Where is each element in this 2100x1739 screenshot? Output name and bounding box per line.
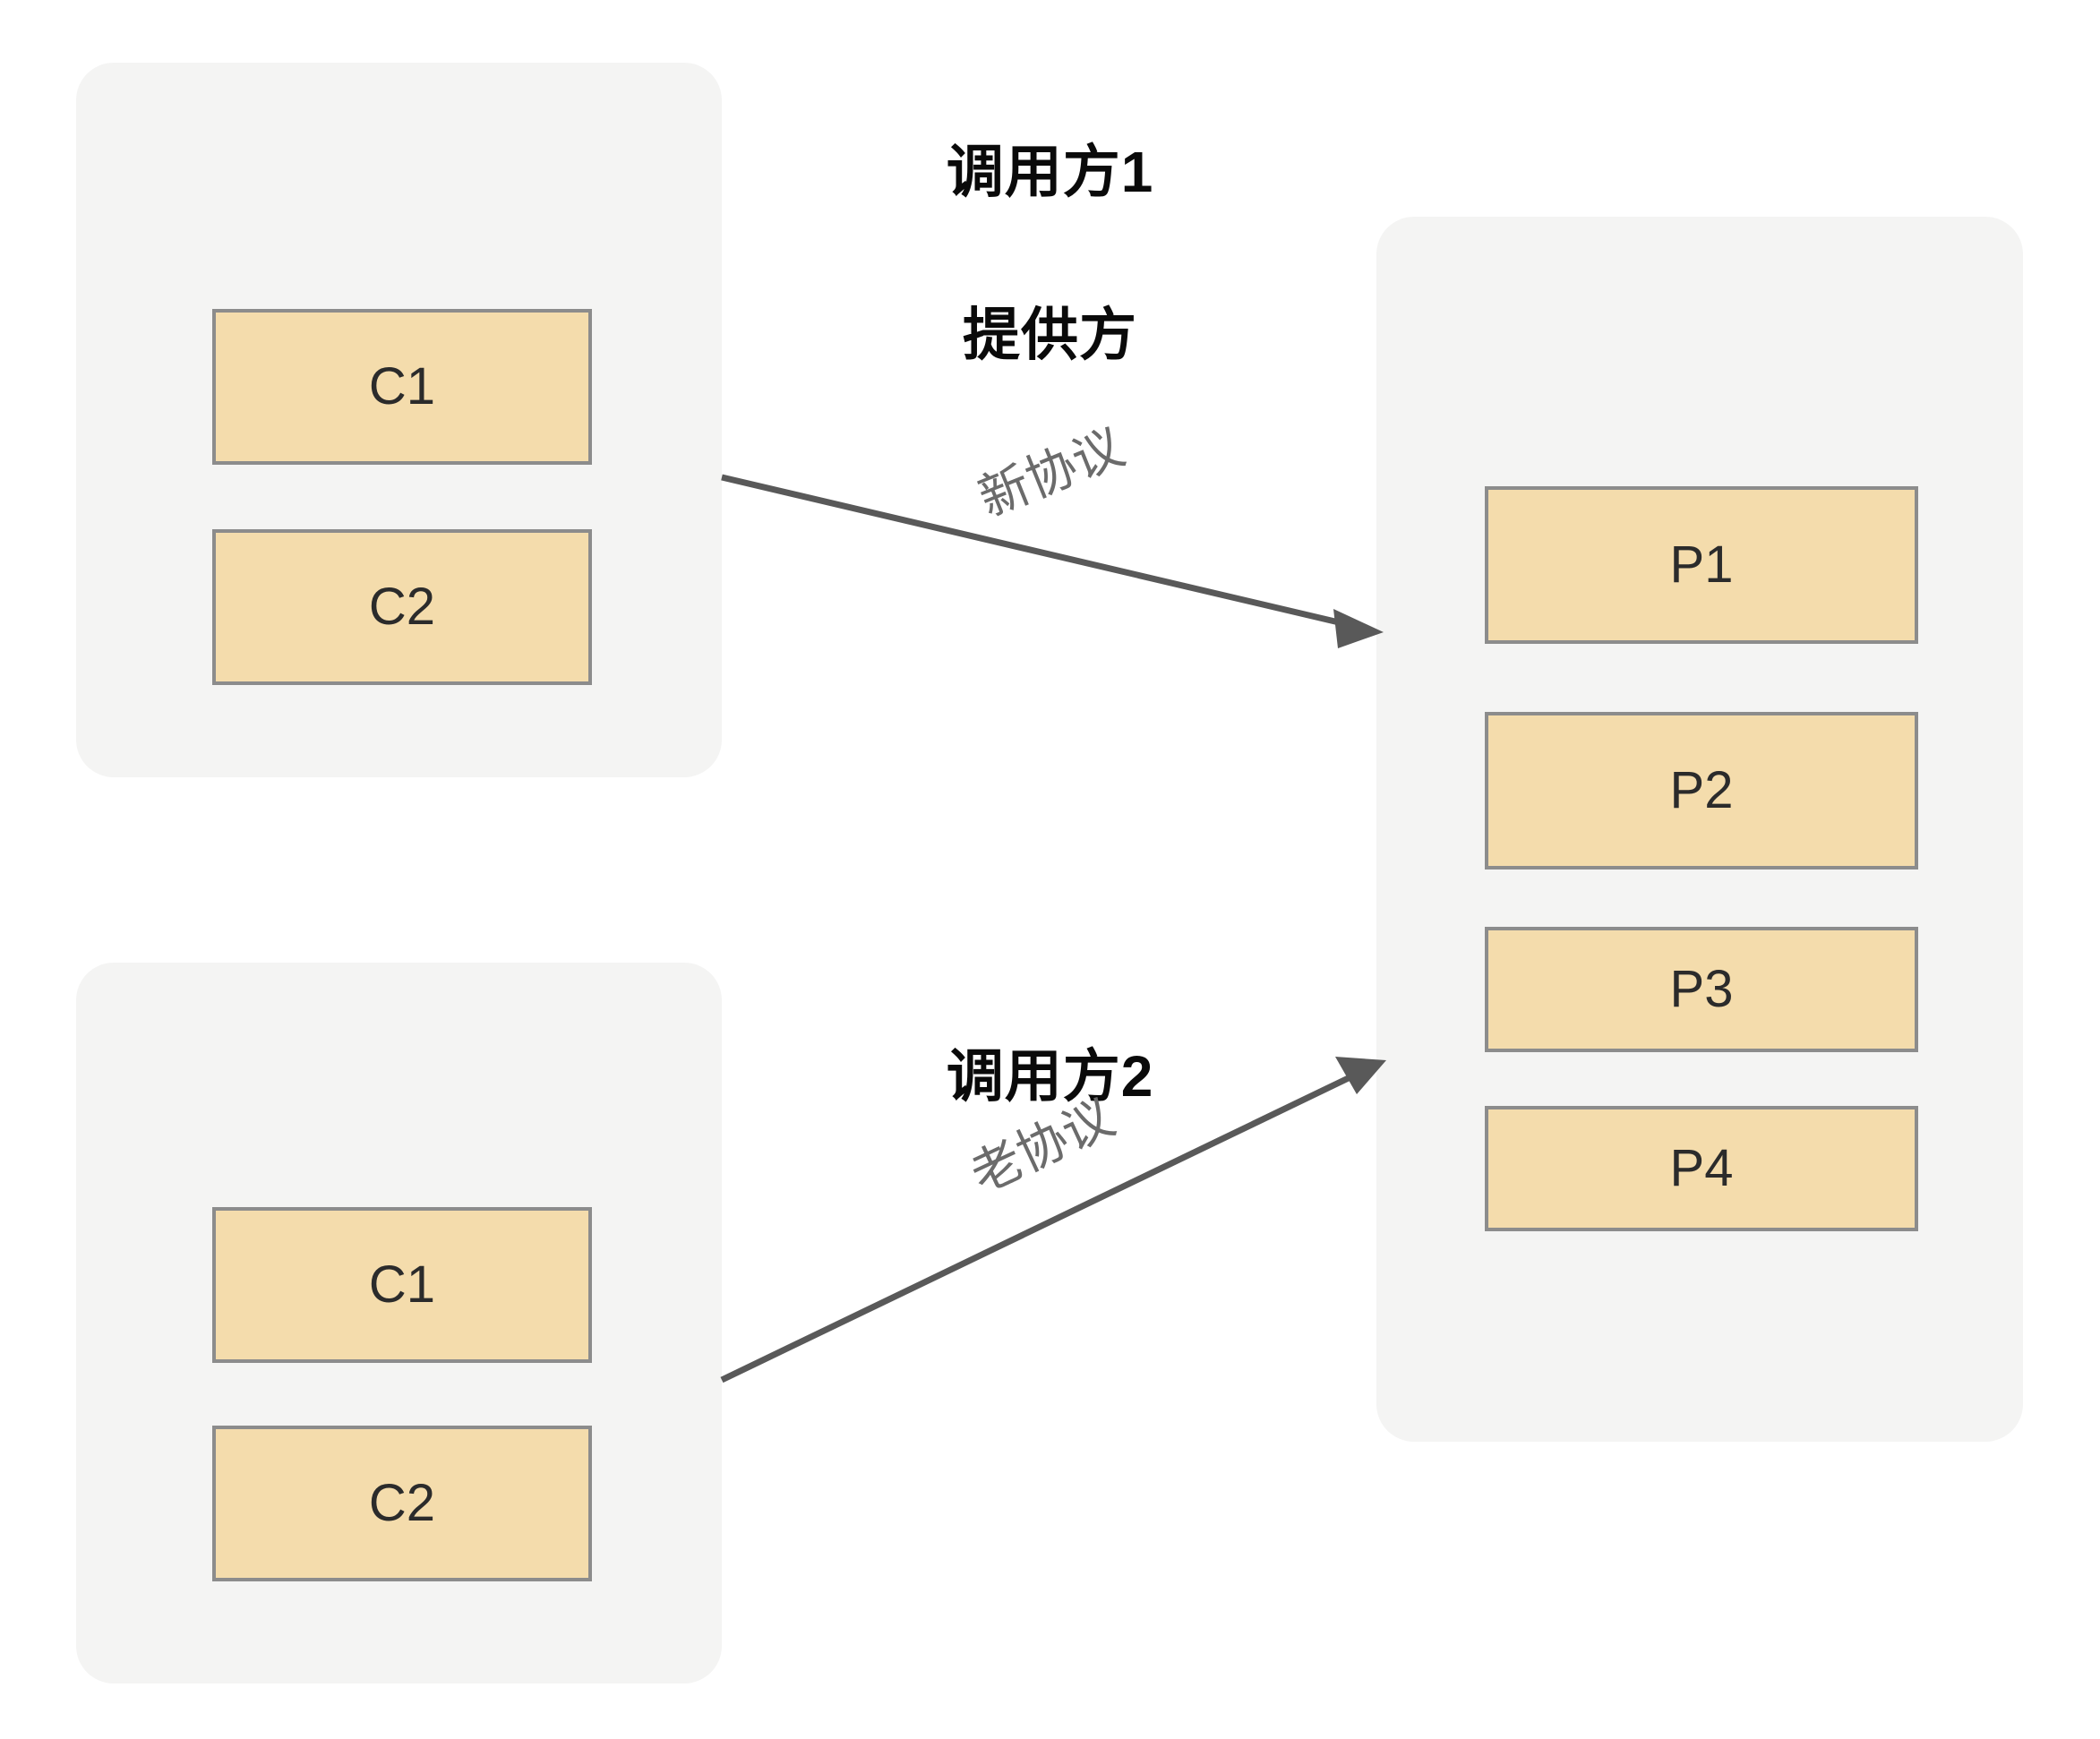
caller2-box-c1[interactable]: C1 xyxy=(212,1207,592,1363)
caller2-box-c2[interactable]: C2 xyxy=(212,1426,592,1581)
provider-box-p1[interactable]: P1 xyxy=(1485,486,1918,644)
provider-box-p2[interactable]: P2 xyxy=(1485,712,1918,870)
caller1-box-c1[interactable]: C1 xyxy=(212,309,592,465)
connector-label-new-protocol: 新协议 xyxy=(971,417,1132,527)
caller1-panel-title: 调用方1 xyxy=(946,140,1154,204)
connector-new-protocol xyxy=(721,474,1384,648)
provider-box-p3[interactable]: P3 xyxy=(1485,927,1918,1052)
provider-panel-title: 提供方 xyxy=(963,303,1137,367)
caller1-box-c2[interactable]: C2 xyxy=(212,529,592,685)
provider-box-p4[interactable]: P4 xyxy=(1485,1106,1918,1231)
